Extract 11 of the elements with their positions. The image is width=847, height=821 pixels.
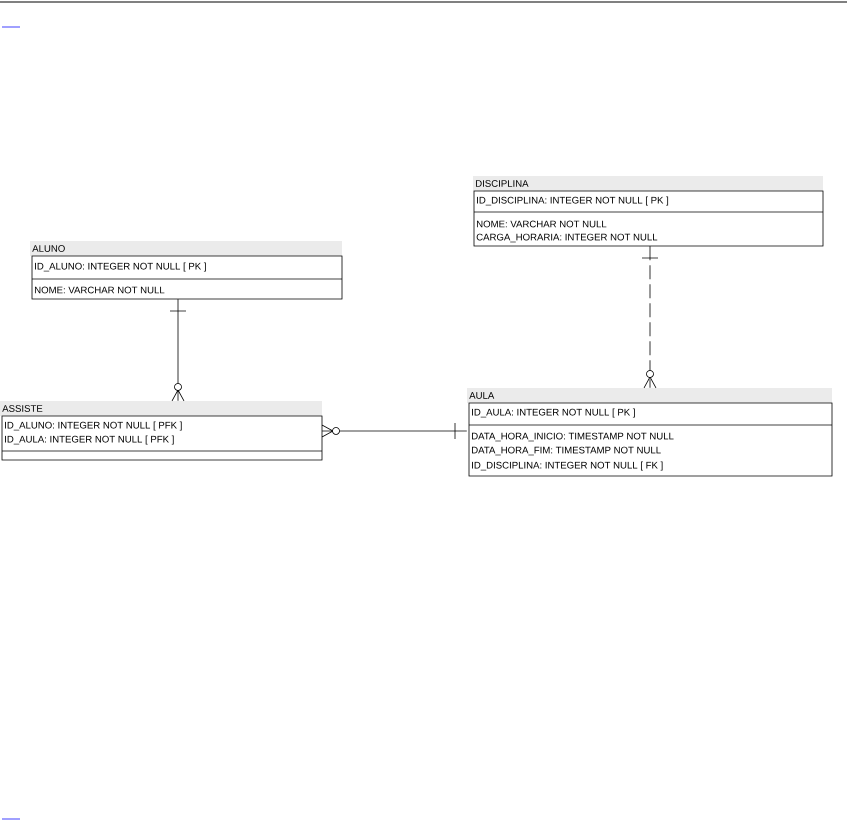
entity-table: ASSISTE ID_ALUNO: INTEGER NOT NULL [ PFK ] ID_AULA: INTEGER NOT NULL [ PFK ] xyxy=(0,401,322,460)
relationship-line xyxy=(170,298,186,402)
entity-table: ALUNO ID_ALUNO: INTEGER NOT NULL [ PK ] NOME: VARCHAR NOT NULL xyxy=(30,241,342,300)
node-label: ALUNO xyxy=(32,245,65,252)
entity-table: AULA ID_AULA: INTEGER NOT NULL [ PK ] DATA_HORA_INICIO: TIMESTAMP NOT NULL DATA_HORA_FIM: TIMESTAMP NOT NULL ID_DISCIPLINA: INTEGER NOT NULL [ FK ] xyxy=(467,388,832,476)
relationship-line xyxy=(322,422,468,440)
node-label: AULA xyxy=(469,392,494,399)
relationship-line xyxy=(642,246,658,388)
node-label: DISCIPLINA xyxy=(476,180,529,187)
node-label: ASSISTE xyxy=(2,405,42,412)
entity-table: DISCIPLINA ID_DISCIPLINA: INTEGER NOT NULL [ PK ] NOME: VARCHAR NOT NULL CARGA_HORARIA: INTEGER NOT NULL xyxy=(473,176,824,246)
